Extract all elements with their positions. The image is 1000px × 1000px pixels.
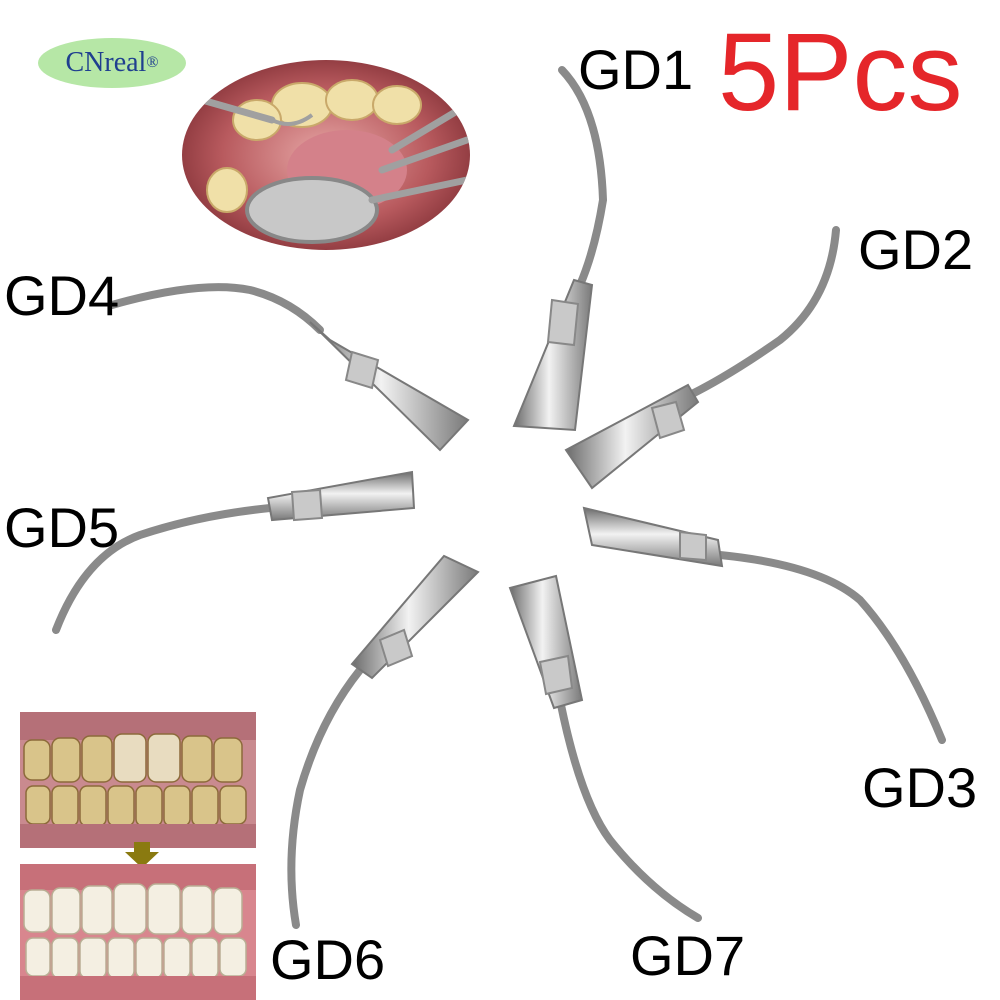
tip-gd4 xyxy=(108,283,470,452)
tip-label-gd3: GD3 xyxy=(862,756,978,819)
tip-label-gd7: GD7 xyxy=(630,924,746,987)
tip-label-gd6: GD6 xyxy=(270,928,386,991)
tip-gd7 xyxy=(508,574,702,922)
teeth-after-photo xyxy=(20,864,256,1000)
tip-label-gd1: GD1 xyxy=(578,38,694,101)
registered-mark: ® xyxy=(146,54,159,71)
quantity-label: 5Pcs xyxy=(718,11,963,134)
tip-gd6 xyxy=(287,554,480,929)
dental-procedure-photo xyxy=(182,60,470,250)
tip-gd1 xyxy=(512,66,608,432)
arrow-down-icon xyxy=(125,842,159,868)
teeth-before-photo xyxy=(20,712,256,848)
tip-label-gd4: GD4 xyxy=(4,264,120,327)
tip-gd2 xyxy=(564,226,840,490)
brand-name: CNreal xyxy=(65,47,147,78)
tip-label-gd2: GD2 xyxy=(858,218,974,281)
tip-label-gd5: GD5 xyxy=(4,496,120,559)
tip-gd3 xyxy=(582,506,946,744)
brand-badge: CNreal® xyxy=(38,38,186,88)
tip-gd5 xyxy=(52,470,416,634)
